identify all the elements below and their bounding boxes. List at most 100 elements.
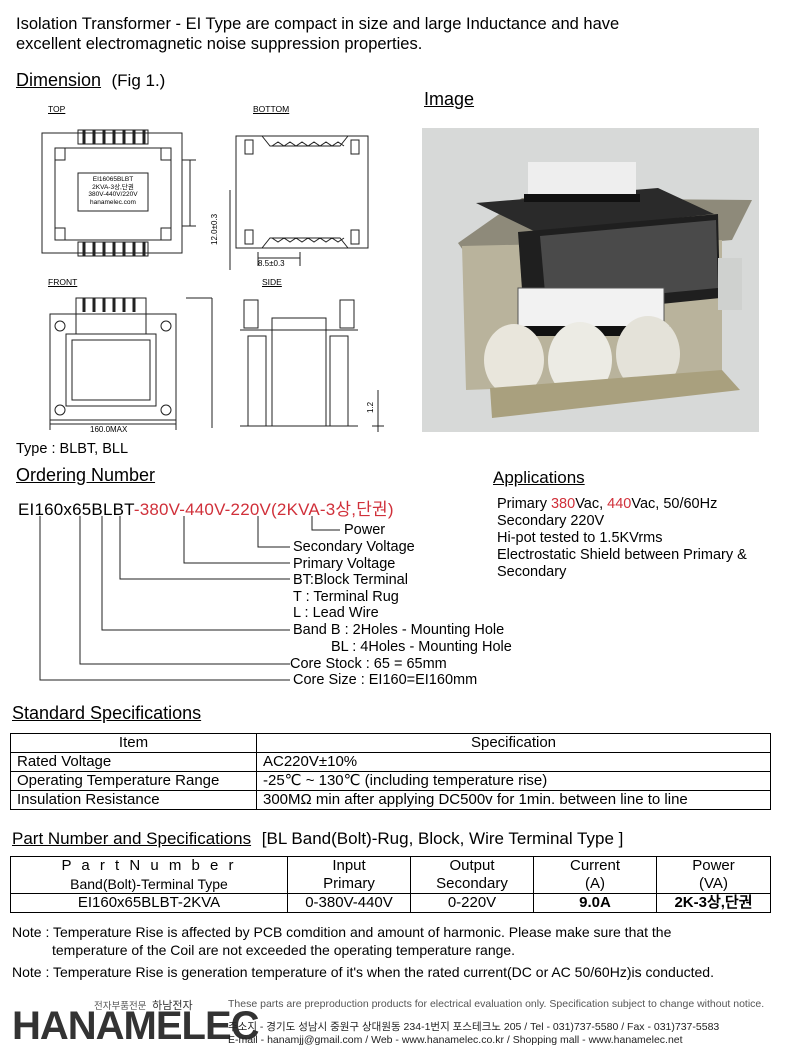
applications-line-1: Primary 380Vac, 440Vac, 50/60Hz — [497, 496, 747, 513]
app-text: Vac, — [575, 496, 608, 512]
nameplate-line: EI16065BLBT — [92, 176, 134, 183]
legend-bt: BT:Block Terminal — [293, 572, 408, 588]
table-header-row: P a r t N u m b e r Band(Bolt)-Terminal T… — [10, 856, 771, 894]
table-cell: 2K-3상,단권 — [656, 893, 771, 913]
table-cell: 0-380V-440V — [287, 893, 411, 913]
nameplate-line: hanamelec.com — [90, 198, 136, 206]
legend-primary: Primary Voltage — [293, 556, 396, 572]
legend-secondary: Secondary Voltage — [293, 539, 415, 555]
note-1-line-2: temperature of the Coil are not exceeded… — [52, 942, 516, 958]
table-cell: -25℃ ~ 130℃ (including temperature rise) — [256, 771, 771, 791]
product-photo — [422, 128, 759, 432]
app-text: Vac, 50/60Hz — [631, 496, 718, 512]
standard-specs-title: Standard Specifications — [12, 703, 202, 723]
applications-line-5: Secondary — [497, 564, 567, 580]
note-1-line-1: Note : Temperature Rise is affected by P… — [12, 924, 672, 940]
part-specs-table: P a r t N u m b e r Band(Bolt)-Terminal T… — [10, 856, 771, 913]
table-header: P a r t N u m b e r Band(Bolt)-Terminal T… — [10, 856, 288, 894]
applications-line-3: Hi-pot tested to 1.5KVrms — [497, 530, 663, 546]
image-title: Image — [424, 89, 475, 109]
top-view-label: TOP — [48, 104, 66, 114]
ordering-code: EI160x65BLBT-380V-440V-220V(2KVA-3상,단권) — [18, 495, 394, 520]
nameplate-line: 380V-440V/220V — [88, 191, 138, 199]
table-header: Current(A) — [533, 856, 657, 894]
current-subheader: (A) — [585, 875, 605, 892]
power-subheader: (VA) — [699, 875, 728, 892]
footer-address: 주소지 - 경기도 성남시 중원구 상대원동 234-1번지 포스테크노 205… — [228, 1021, 720, 1033]
part-number-header: P a r t N u m b e r — [61, 857, 237, 874]
table-row: Operating Temperature Range -25℃ ~ 130℃ … — [10, 771, 771, 791]
part-specs-heading: Part Number and Specifications [BL Band(… — [12, 829, 623, 849]
table-cell: Insulation Resistance — [10, 790, 257, 810]
applications-line-4: Electrostatic Shield between Primary & — [497, 547, 747, 563]
dim-front-width: 160.0MAX — [90, 425, 128, 434]
intro-line-2: excellent electromagnetic noise suppress… — [16, 35, 423, 53]
input-subheader: Primary — [323, 875, 375, 892]
front-view-drawing — [49, 297, 213, 430]
table-header: Specification — [256, 733, 771, 753]
table-header: Power(VA) — [656, 856, 771, 894]
dimension-drawing — [41, 129, 384, 432]
nameplate: EI16065BLBT 2KVA-3상,단권 380V-440V/220V ha… — [80, 176, 146, 206]
applications-list: Primary 380Vac, 440Vac, 50/60Hz Secondar… — [497, 496, 747, 581]
power-header: Power — [692, 857, 735, 874]
table-cell: Operating Temperature Range — [10, 771, 257, 791]
ordering-title: Ordering Number — [16, 465, 156, 485]
dimension-fig: (Fig 1.) — [111, 71, 166, 90]
nameplate-line: 2KVA-3상,단권 — [92, 183, 134, 191]
dim-bottom-width: 8.5±0.3 — [258, 259, 285, 268]
table-cell: EI160x65BLBT-2KVA — [10, 893, 288, 913]
side-view-label: SIDE — [262, 277, 282, 287]
ordering-code-power: (2KVA-3상,단권) — [271, 500, 394, 519]
legend-band-b: Band B : 2Holes - Mounting Hole — [293, 622, 505, 638]
company-logo: HANAMELEC — [12, 1004, 260, 1048]
footer-disclaimer: These parts are preproduction products f… — [228, 998, 765, 1010]
part-number-subheader: Band(Bolt)-Terminal Type — [70, 876, 228, 892]
intro-text: Isolation Transformer - EI Type are comp… — [16, 14, 716, 54]
legend-band-bl: BL : 4Holes - Mounting Hole — [331, 639, 512, 655]
legend-core-size: Core Size : EI160=EI160mm — [293, 672, 478, 688]
part-specs-subtitle: [BL Band(Bolt)-Rug, Block, Wire Terminal… — [261, 829, 624, 848]
table-cell: Rated Voltage — [10, 752, 257, 772]
note-2: Note : Temperature Rise is generation te… — [12, 964, 714, 980]
legend-core-stock: Core Stock : 65 = 65mm — [290, 656, 447, 672]
dim-bottom-height: 12.0±0.3 — [210, 213, 219, 245]
footer-contacts: E-mail - hanamjj@gmail.com / Web - www.h… — [228, 1034, 683, 1046]
table-cell: 0-220V — [410, 893, 534, 913]
output-header: Output — [449, 857, 495, 874]
intro-line-1: Isolation Transformer - EI Type are comp… — [16, 15, 620, 33]
footer-tagline: 전자부품전문 하남전자 — [94, 997, 193, 1013]
dim-side-height: 1.2 — [366, 401, 375, 413]
dimension-title: Dimension — [16, 70, 102, 90]
applications-title: Applications — [493, 468, 585, 487]
table-header-row: Item Specification — [10, 733, 771, 753]
current-header: Current — [569, 857, 621, 874]
footer-brand-kr: 하남전자 — [152, 1000, 193, 1012]
ordering-code-part: EI160x65BLBT — [18, 500, 134, 519]
table-row: Insulation Resistance 300MΩ min after ap… — [10, 790, 771, 810]
ordering-code-voltages: -380V-440V-220V — [133, 500, 272, 519]
ordering-leader-lines — [39, 516, 340, 681]
note-1: Note : Temperature Rise is affected by P… — [12, 923, 671, 959]
table-header: Item — [10, 733, 257, 753]
part-specs-title: Part Number and Specifications — [12, 829, 252, 848]
table-cell: AC220V±10% — [256, 752, 771, 772]
type-line: Type : BLBT, BLL — [16, 441, 129, 457]
app-text: Primary — [497, 496, 551, 512]
app-voltage-380: 380 — [550, 496, 576, 512]
side-view-drawing — [240, 299, 384, 432]
bottom-view-drawing — [229, 135, 369, 270]
footer-tagline-kr: 전자부품전문 — [94, 1001, 147, 1012]
legend-l: L : Lead Wire — [293, 605, 379, 621]
table-row: Rated Voltage AC220V±10% — [10, 752, 771, 772]
table-cell: 9.0A — [533, 893, 657, 913]
legend-t: T : Terminal Rug — [293, 589, 399, 605]
top-view-drawing — [41, 129, 196, 257]
applications-line-2: Secondary 220V — [497, 513, 605, 529]
table-row: EI160x65BLBT-2KVA 0-380V-440V 0-220V 9.0… — [10, 893, 771, 913]
standard-specs-table: Item Specification Rated Voltage AC220V±… — [10, 733, 771, 810]
dimension-heading: Dimension (Fig 1.) — [16, 70, 165, 91]
input-header: Input — [332, 857, 366, 874]
